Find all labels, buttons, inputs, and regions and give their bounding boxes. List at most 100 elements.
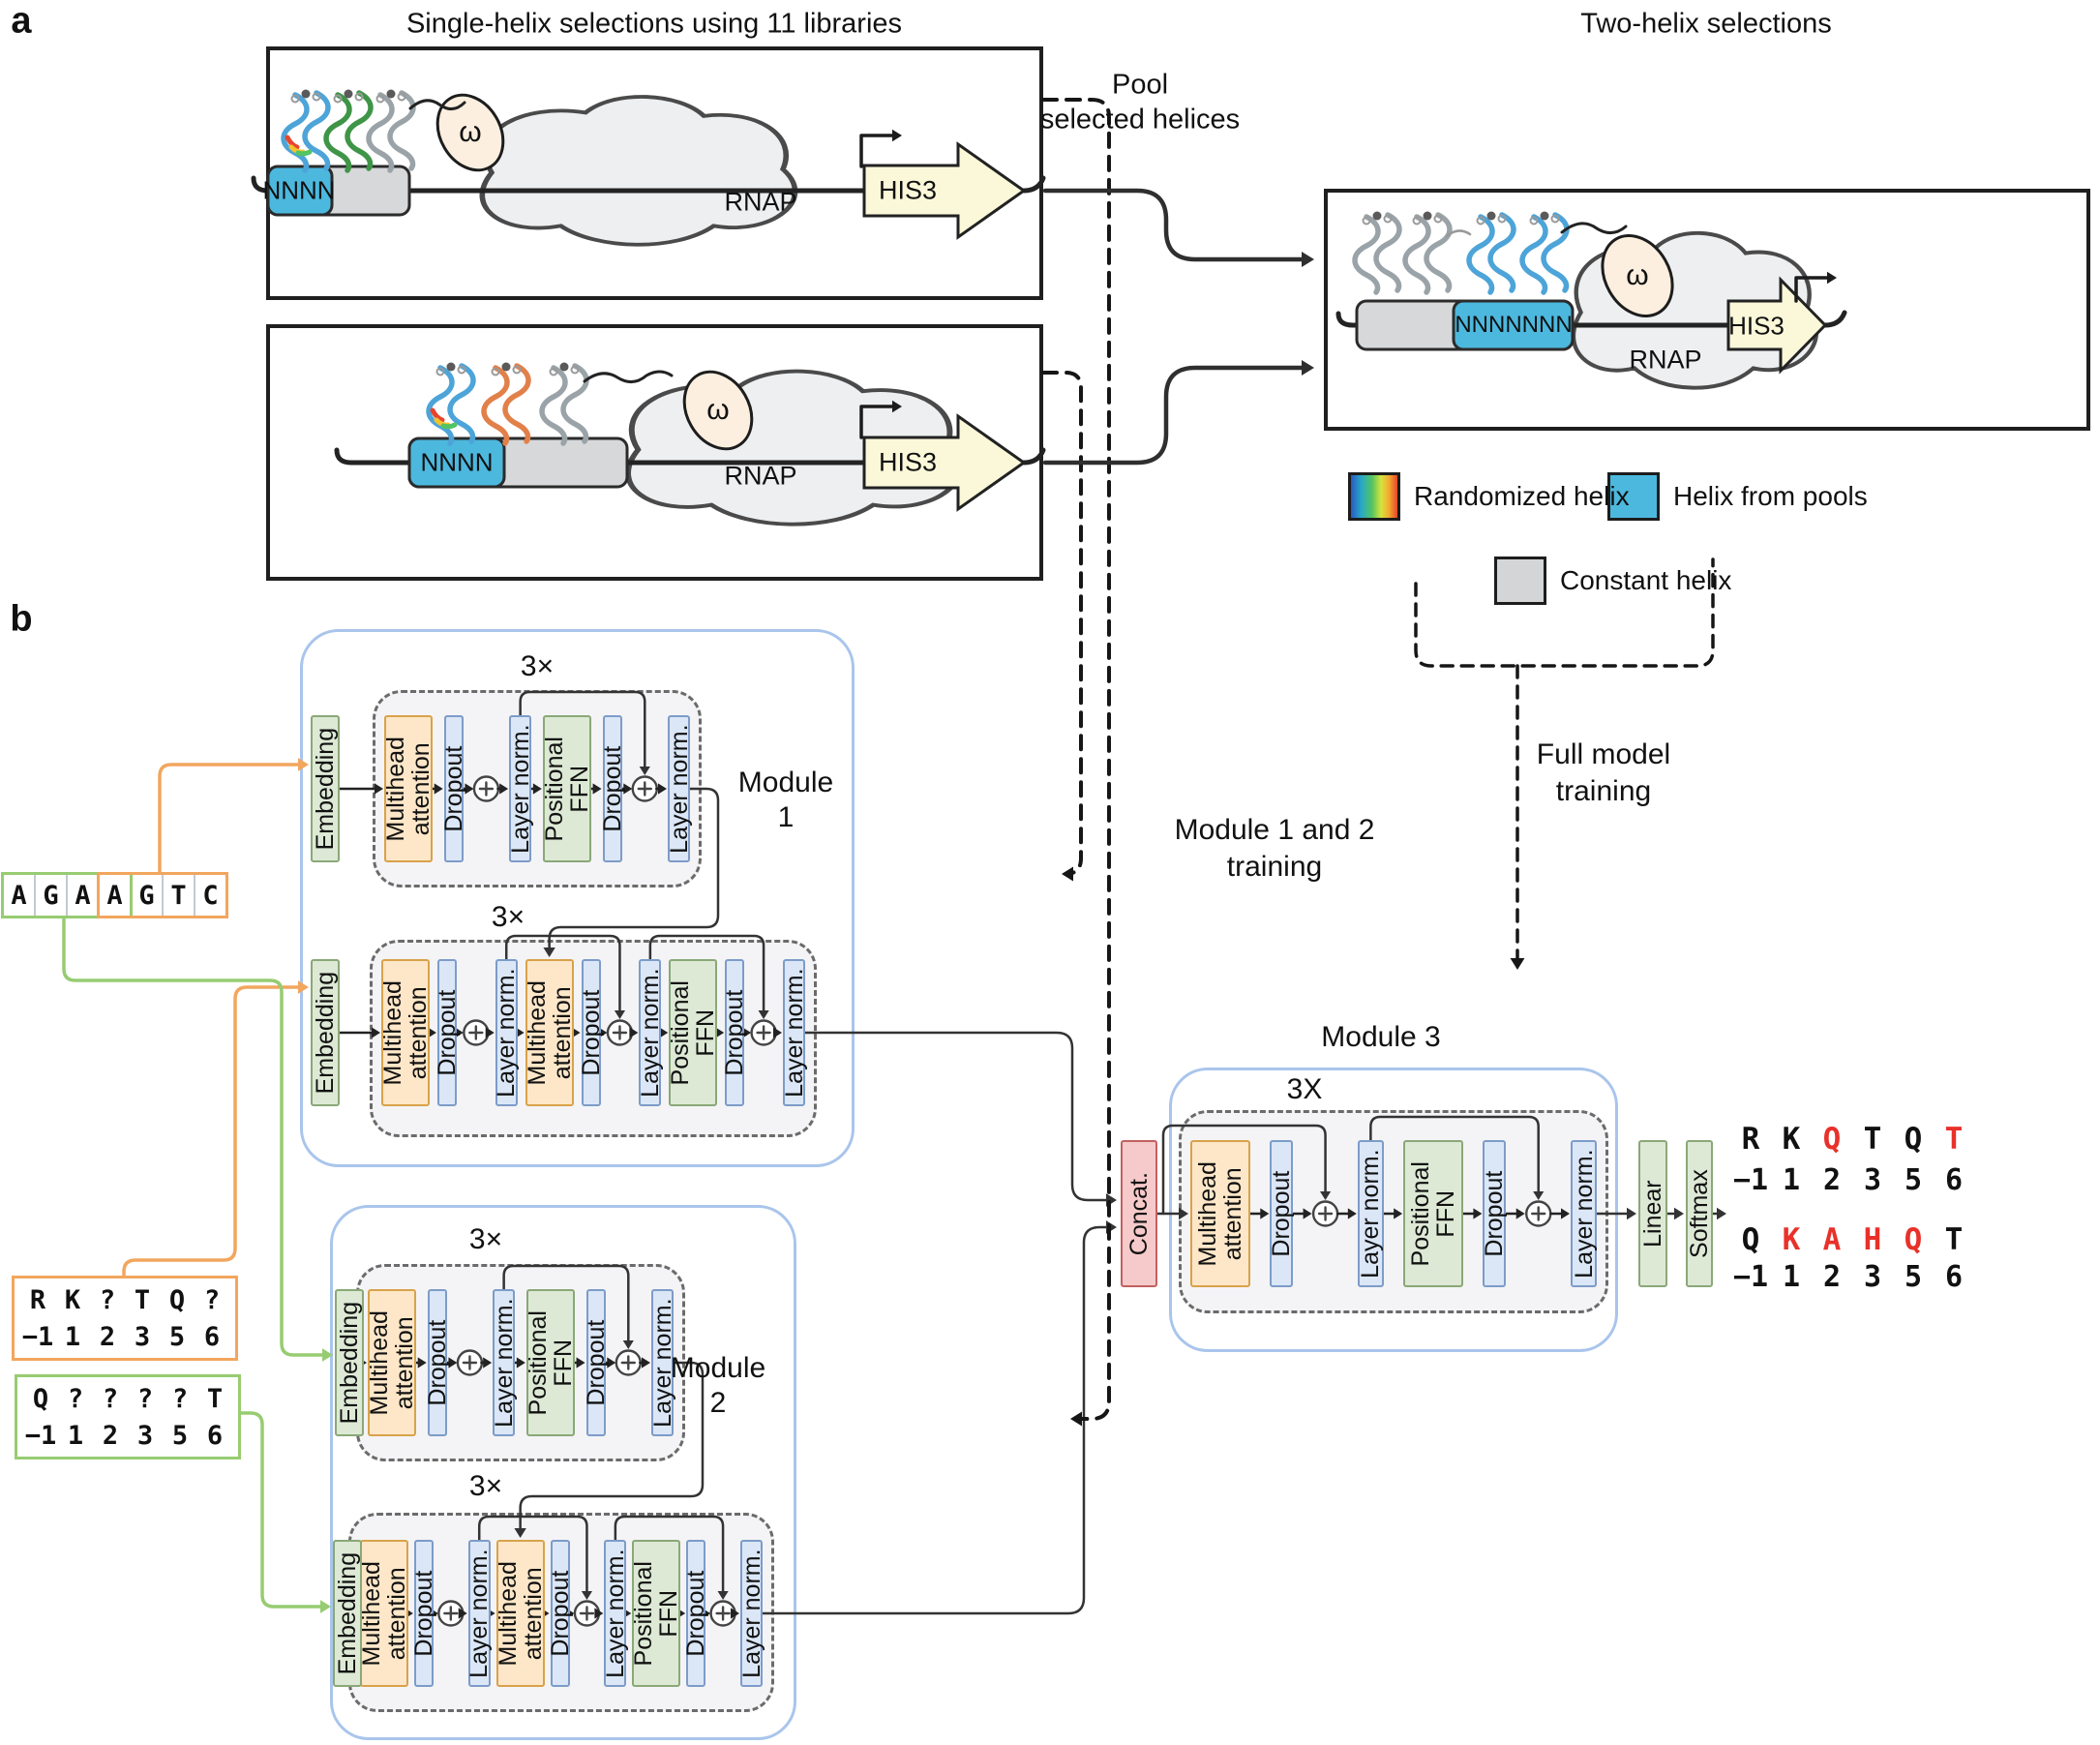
dna-line <box>334 447 867 466</box>
arrowhead-icon <box>1347 1208 1357 1219</box>
dna-line <box>1335 311 1731 328</box>
sequence-cell: 2 <box>99 1321 116 1352</box>
block-linear: Linear <box>1638 1140 1667 1287</box>
rainbow-segment <box>285 135 300 150</box>
output-letter: K <box>1782 1122 1801 1157</box>
output-position: 6 <box>1944 1162 1964 1197</box>
arrowhead-icon <box>1827 271 1837 285</box>
selection-to-module-dashed <box>1041 98 1111 1421</box>
block-dropout: Dropout <box>546 1540 573 1687</box>
output-position: 5 <box>1904 1259 1923 1294</box>
block-layernorm: Layer norm. <box>637 959 664 1106</box>
arrowhead-icon <box>731 1608 739 1619</box>
sequence-cell: T <box>206 1383 224 1414</box>
legend-swatch-pools <box>1607 472 1660 521</box>
helix-strand <box>366 92 395 173</box>
output-position: 5 <box>1904 1162 1923 1197</box>
arrowhead-icon <box>1533 1191 1545 1200</box>
arrowhead-icon <box>320 1600 331 1613</box>
single-helix-title: Single-helix selections using 11 librari… <box>405 8 903 40</box>
sum-plus-icon <box>715 1606 731 1621</box>
pool-merge-line <box>1042 188 1309 262</box>
arrowhead-icon <box>458 1608 467 1619</box>
block-ffn: Positional FFN <box>630 1540 682 1687</box>
block-dropout: Dropout <box>1268 1140 1295 1287</box>
panel-a-label: a <box>11 0 32 42</box>
helix-strand <box>426 365 455 446</box>
sum-plus-icon <box>462 1355 478 1370</box>
output-letter: Q <box>1904 1122 1923 1157</box>
block-dropout: Dropout <box>682 1540 709 1687</box>
arrowhead-icon <box>629 1027 639 1038</box>
output-position: 1 <box>1782 1259 1801 1294</box>
linker-circle-icon <box>290 94 300 104</box>
helix-strand <box>447 363 476 444</box>
arrowhead-icon <box>454 1027 464 1038</box>
helix-strand <box>1352 214 1381 295</box>
sequence-cell: ? <box>67 1383 84 1414</box>
block-dropout: Dropout <box>582 1289 610 1436</box>
block-label: Dropout <box>433 989 461 1076</box>
dna-green-group-box <box>1 872 133 918</box>
arrowhead-icon <box>298 758 309 771</box>
block-label: Dropout <box>582 1319 610 1406</box>
block-ffn: Positional FFN <box>1403 1140 1464 1287</box>
full-model-training-line1: Full model <box>1536 738 1671 770</box>
block-layernorm: Layer norm. <box>602 1540 629 1687</box>
sequence-cell: ? <box>99 1284 116 1315</box>
omega-subunit <box>1601 233 1674 318</box>
arrowhead-icon <box>623 783 633 795</box>
arrowhead-icon <box>1302 251 1314 268</box>
block-label: Multihead attention <box>365 1309 418 1416</box>
block-dropout: Dropout <box>721 959 748 1106</box>
legend-label-randomized: Randomized helix <box>1414 481 1630 511</box>
dna-line-hook <box>1021 447 1046 466</box>
block-label: Embedding <box>335 1301 363 1425</box>
sequence-cell: ? <box>136 1383 154 1414</box>
block-label: Embedding <box>311 971 339 1095</box>
zinc-dot-icon <box>301 89 311 99</box>
dna-line-hook <box>1021 175 1046 194</box>
linker-circle-icon <box>491 367 500 376</box>
helix-strand <box>502 363 531 444</box>
sequence-cell: Q <box>32 1383 49 1414</box>
block-label: Linear <box>1638 1180 1666 1248</box>
helix-strand <box>281 92 310 173</box>
arrowhead-icon <box>543 948 555 957</box>
block-layernorm: Layer norm. <box>665 715 692 862</box>
block-label: Layer norm. <box>1570 1149 1598 1279</box>
block-dropout: Dropout <box>410 1540 437 1687</box>
output-letter: Q <box>1741 1222 1760 1257</box>
block-label: Dropout <box>1481 1170 1509 1257</box>
block-dropout: Dropout <box>424 1289 451 1436</box>
block-mha: Multihead attention <box>382 715 435 862</box>
tether-line <box>1560 222 1628 234</box>
module-1-container <box>300 629 855 1167</box>
zinc-dot-icon <box>1540 211 1549 221</box>
block-label: Layer norm. <box>506 724 534 854</box>
block-embedding: Embedding <box>333 1540 362 1687</box>
output-position: 2 <box>1822 1259 1842 1294</box>
arrowhead-icon <box>372 1027 380 1038</box>
helix-strand <box>1487 212 1516 293</box>
output-position: 3 <box>1863 1259 1882 1294</box>
sum-plus-icon <box>637 781 652 797</box>
output-letter: R <box>1741 1122 1760 1157</box>
omega-label: ω <box>1626 259 1649 291</box>
block-label: Dropout <box>546 1570 574 1657</box>
linker-circle-icon <box>1412 216 1422 226</box>
linker-circle-icon <box>375 94 385 104</box>
block-layernorm: Layer norm. <box>491 1289 518 1436</box>
arrowhead-icon <box>1302 359 1314 376</box>
block-label: Dropout <box>598 745 626 832</box>
repeat-label-m1r2: 3× <box>491 901 525 933</box>
his3-arrow <box>1726 276 1828 375</box>
zinc-dot-icon <box>386 89 396 99</box>
sum-plus-icon <box>478 781 495 797</box>
transcription-start-arrow <box>1794 276 1833 303</box>
block-mha: Multihead attention <box>1190 1140 1250 1287</box>
